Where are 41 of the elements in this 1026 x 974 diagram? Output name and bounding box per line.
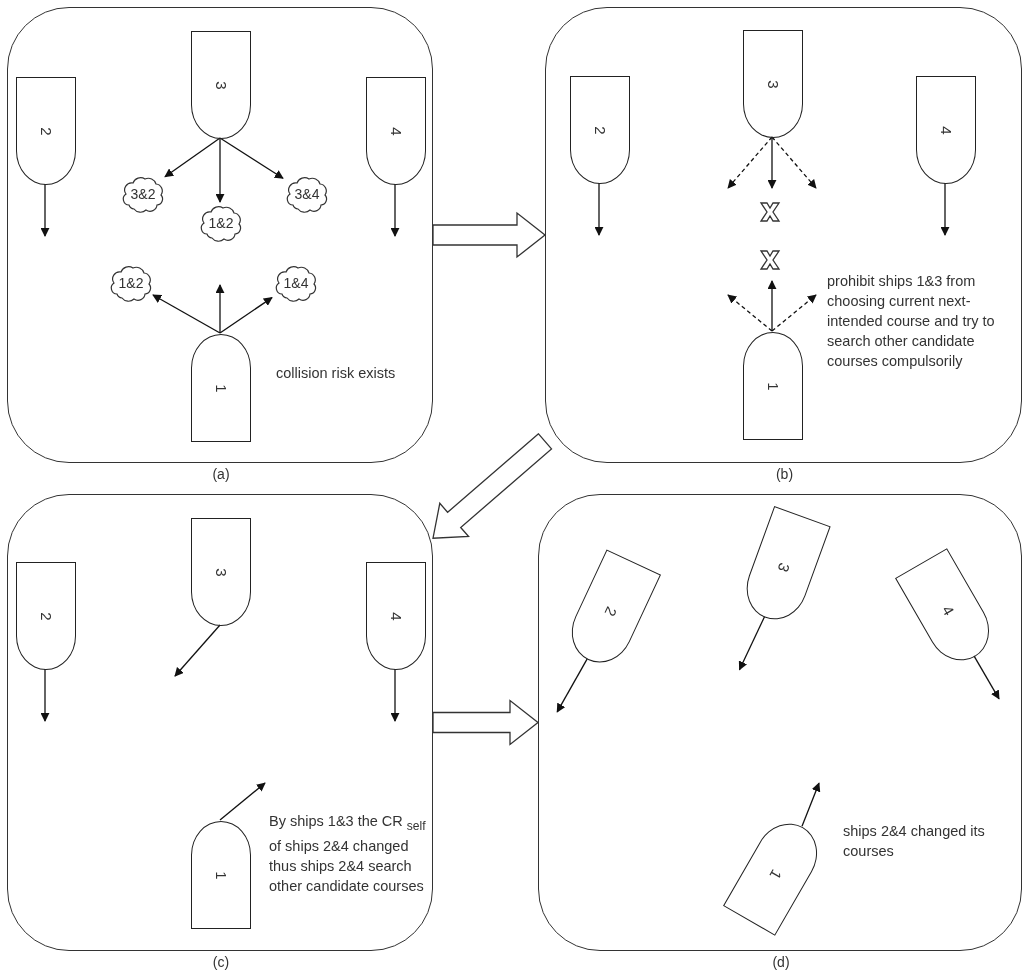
arrow bbox=[215, 284, 225, 334]
panel-caption: (b) bbox=[775, 466, 794, 482]
panel-caption: (c) bbox=[212, 954, 230, 970]
arrow bbox=[219, 296, 273, 334]
cloud-shape: 1&4 bbox=[273, 263, 319, 303]
block-arrow bbox=[432, 432, 553, 539]
arrow bbox=[40, 183, 50, 237]
arrow bbox=[390, 668, 400, 722]
arrow bbox=[771, 136, 817, 189]
panel-caption: (a) bbox=[212, 466, 230, 482]
arrow bbox=[727, 136, 773, 189]
block-arrow bbox=[432, 211, 547, 259]
note-text: prohibit ships 1&3 from choosing current next-intended course and try to search other candidate courses compulsorily bbox=[827, 272, 996, 371]
cloud-shape: 1&2 bbox=[108, 263, 154, 303]
arrow bbox=[219, 137, 284, 179]
arrow bbox=[940, 182, 950, 236]
arrow bbox=[219, 782, 266, 821]
note-text: ships 2&4 changed its courses bbox=[843, 822, 986, 861]
cloud-shape: 1&2 bbox=[198, 203, 244, 243]
block-arrow bbox=[432, 699, 540, 746]
arrow bbox=[973, 655, 1000, 700]
note-text: collision risk exists bbox=[276, 364, 397, 383]
arrow bbox=[164, 137, 221, 178]
arrow bbox=[40, 668, 50, 722]
arrow bbox=[152, 294, 221, 334]
arrow bbox=[767, 280, 777, 332]
arrow bbox=[767, 136, 777, 189]
arrow bbox=[594, 182, 604, 236]
arrow bbox=[801, 782, 821, 827]
arrow bbox=[174, 624, 221, 677]
arrow bbox=[215, 137, 225, 203]
arrow bbox=[738, 616, 766, 671]
cloud-shape: 3&2 bbox=[120, 174, 166, 214]
arrow bbox=[771, 294, 817, 332]
panel-caption: (d) bbox=[772, 954, 790, 970]
ship-shape: 3 bbox=[743, 30, 803, 138]
arrow bbox=[556, 658, 588, 713]
cloud-shape: 3&4 bbox=[284, 174, 330, 214]
note-text: By ships 1&3 the CR $_{self}$ of ships 2&4 changed thus ships 2&4 search other candidate courses bbox=[269, 812, 427, 896]
arrow bbox=[727, 294, 773, 332]
arrow bbox=[390, 183, 400, 237]
